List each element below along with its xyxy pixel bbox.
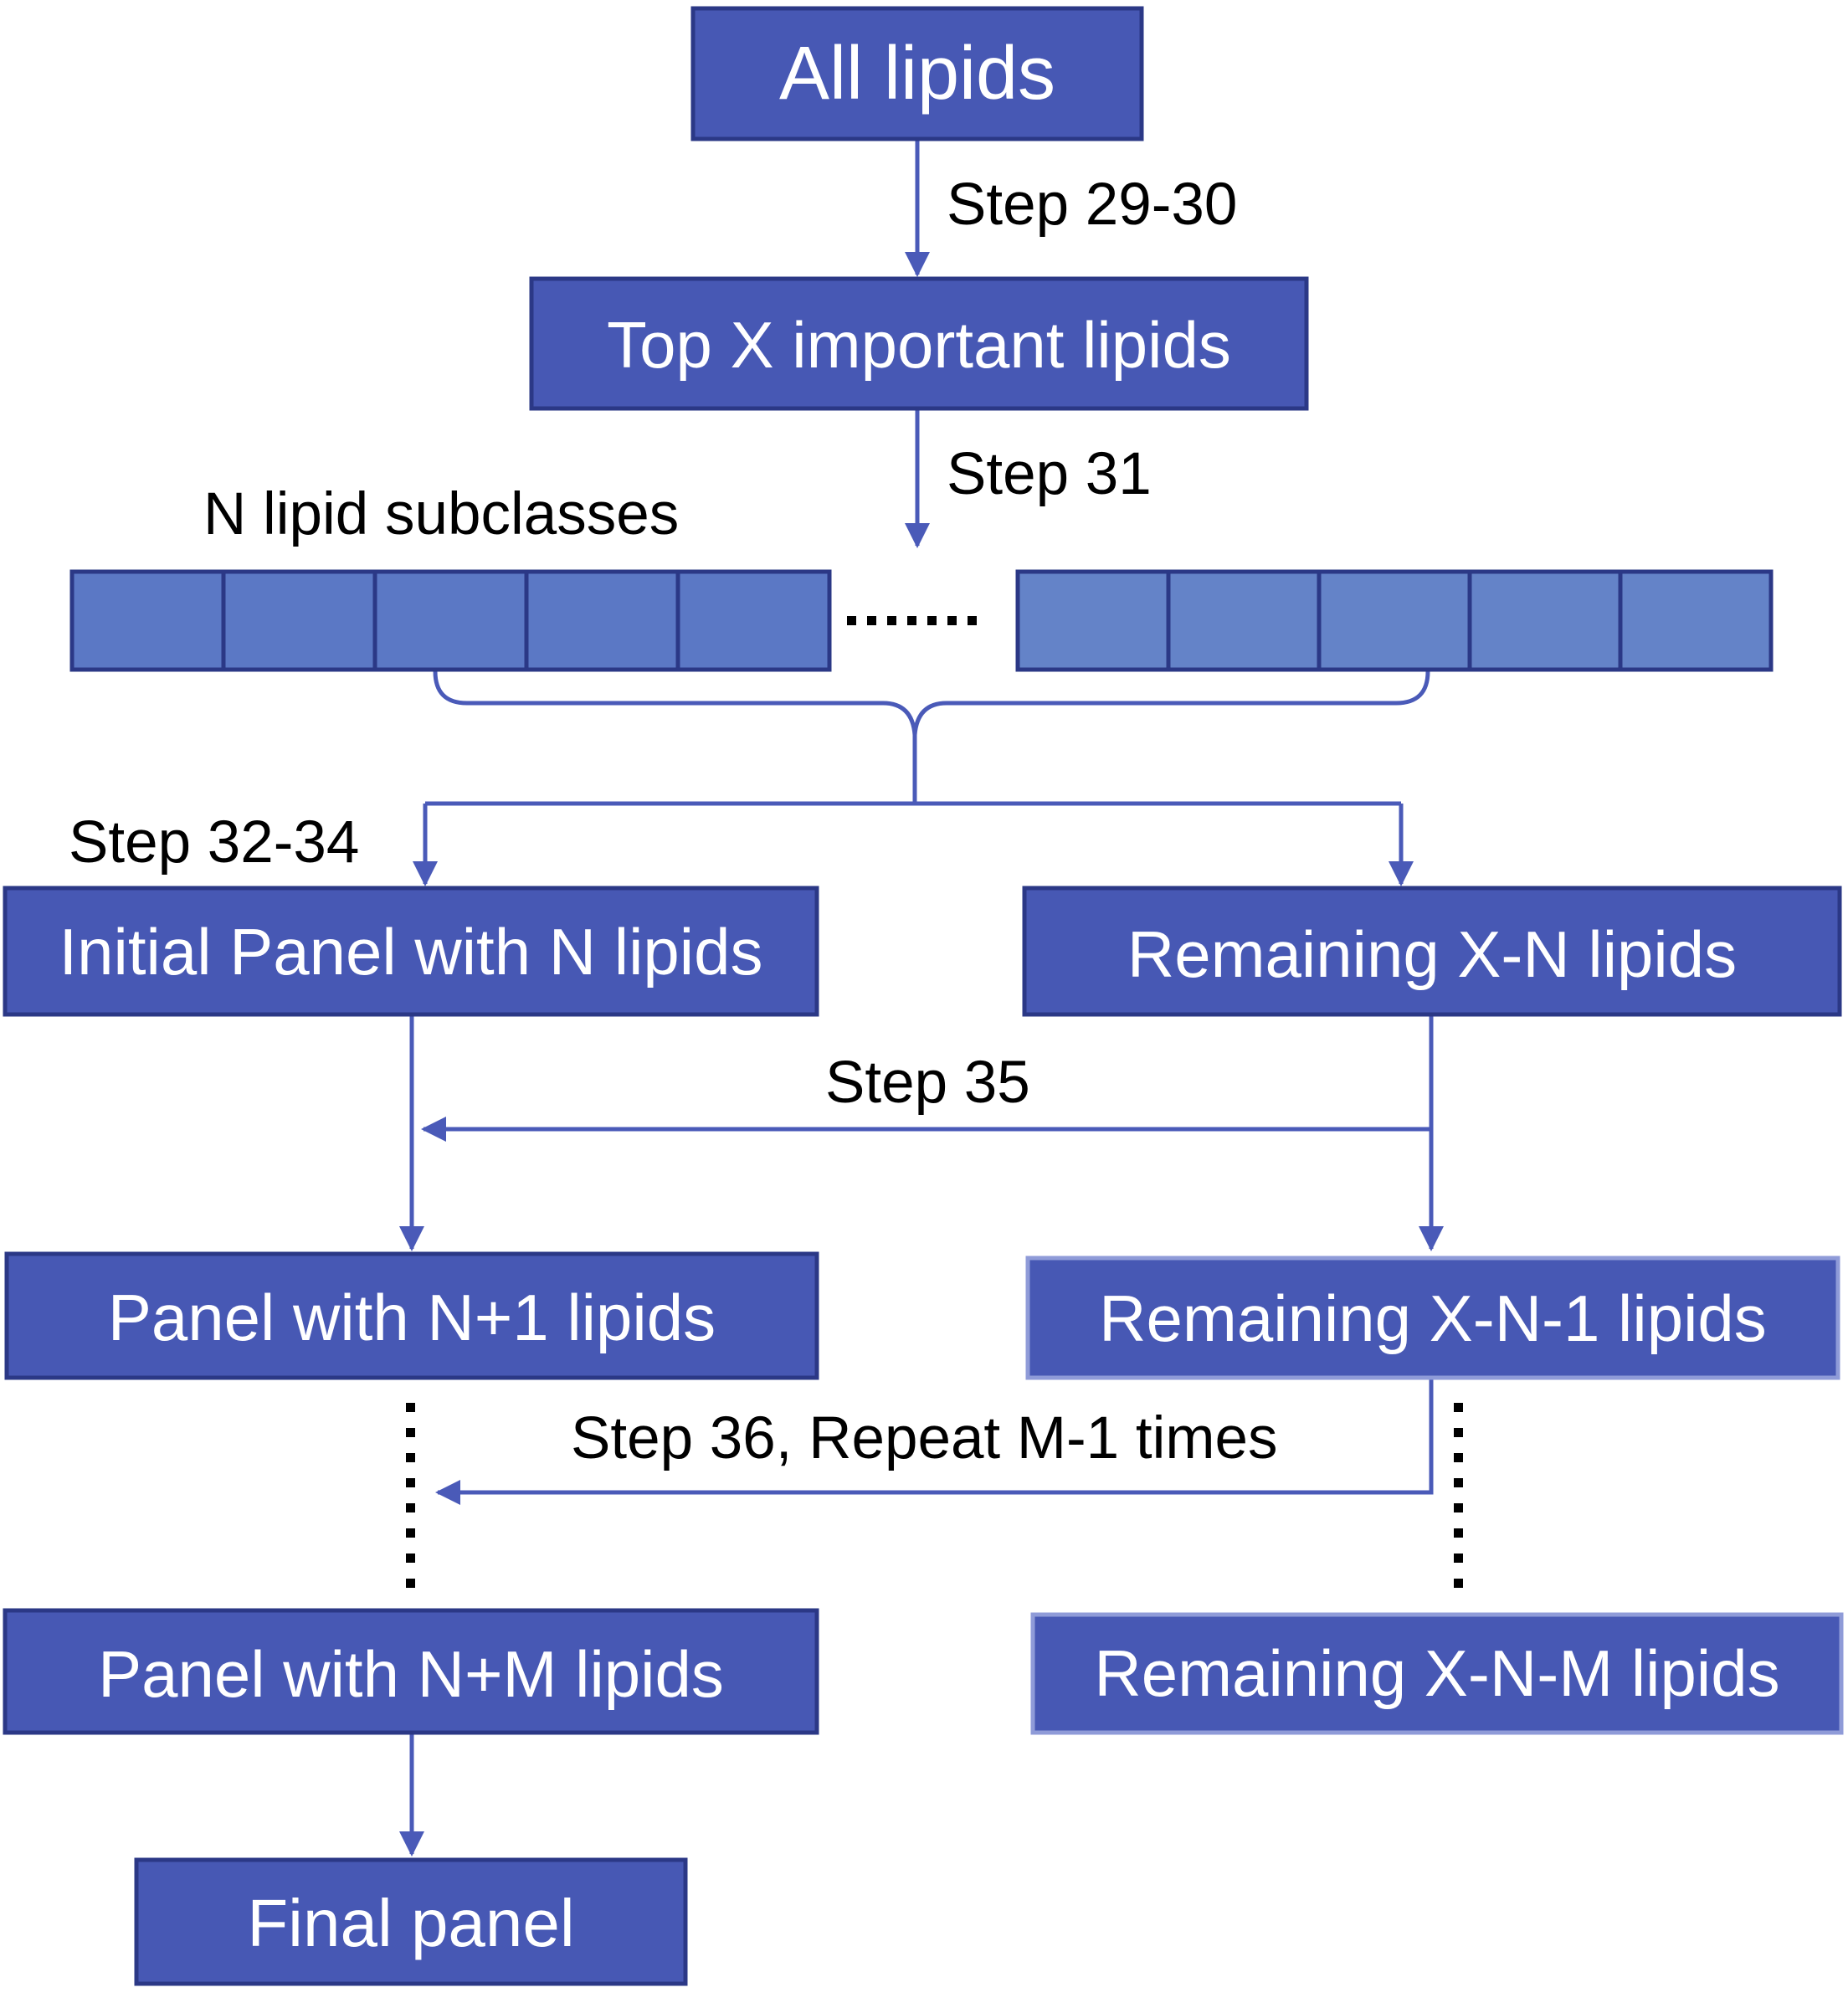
- initial-panel-text: Initial Panel with N lipids: [59, 915, 762, 989]
- panel-nm-box: Panel with N+M lipids: [3, 1608, 819, 1735]
- step-32-34-label: Step 32-34: [69, 809, 359, 876]
- top-x-lipids-text: Top X important lipids: [607, 308, 1231, 382]
- subclass-cell: [524, 569, 680, 672]
- subclass-cell: [69, 569, 226, 672]
- remaining-xn-text: Remaining X-N lipids: [1127, 917, 1737, 991]
- final-panel-text: Final panel: [247, 1886, 574, 1960]
- vertical-ellipsis-left: [406, 1403, 415, 1588]
- connectors: [399, 141, 1444, 1857]
- step-29-30-label: Step 29-30: [947, 172, 1237, 238]
- initial-panel-box: Initial Panel with N lipids: [3, 886, 819, 1017]
- all-lipids-box: All lipids: [690, 6, 1144, 141]
- panel-nm-text: Panel with N+M lipids: [98, 1637, 724, 1711]
- panel-n1-box: Panel with N+1 lipids: [4, 1251, 819, 1380]
- subclass-cell: [1166, 569, 1322, 672]
- subclass-strip-right: [1015, 569, 1774, 672]
- subclass-strip-left: [69, 569, 832, 672]
- final-panel-box: Final panel: [134, 1857, 688, 1986]
- all-lipids-text: All lipids: [779, 32, 1055, 116]
- remaining-xn-box: Remaining X-N lipids: [1022, 886, 1842, 1017]
- vertical-ellipsis-right: [1454, 1403, 1463, 1588]
- subclass-cell: [372, 569, 529, 672]
- subclass-cell: [1317, 569, 1472, 672]
- remaining-xn1-box: Remaining X-N-1 lipids: [1025, 1256, 1840, 1380]
- panel-n1-text: Panel with N+1 lipids: [108, 1281, 716, 1354]
- continuation-dots: [406, 616, 1463, 1588]
- subclass-cell: [675, 569, 832, 672]
- horizontal-ellipsis: [847, 616, 977, 625]
- remaining-xn1-text: Remaining X-N-1 lipids: [1099, 1281, 1767, 1355]
- step-35-label: Step 35: [825, 1050, 1030, 1116]
- step-36-label: Step 36, Repeat M-1 times: [571, 1405, 1278, 1471]
- subclass-cell: [1467, 569, 1623, 672]
- top-x-lipids-box: Top X important lipids: [529, 276, 1309, 411]
- subclass-cell: [1618, 569, 1774, 672]
- remaining-xnm-box: Remaining X-N-M lipids: [1030, 1612, 1844, 1735]
- arrow-step36: [435, 1379, 1434, 1505]
- subclass-cell: [221, 569, 377, 672]
- n-lipid-subclasses-label: N lipid subclasses: [203, 481, 679, 547]
- subclass-bracket: [433, 670, 1430, 736]
- step-31-label: Step 31: [947, 441, 1152, 507]
- subclass-cell: [1015, 569, 1171, 672]
- remaining-xnm-text: Remaining X-N-M lipids: [1094, 1636, 1779, 1710]
